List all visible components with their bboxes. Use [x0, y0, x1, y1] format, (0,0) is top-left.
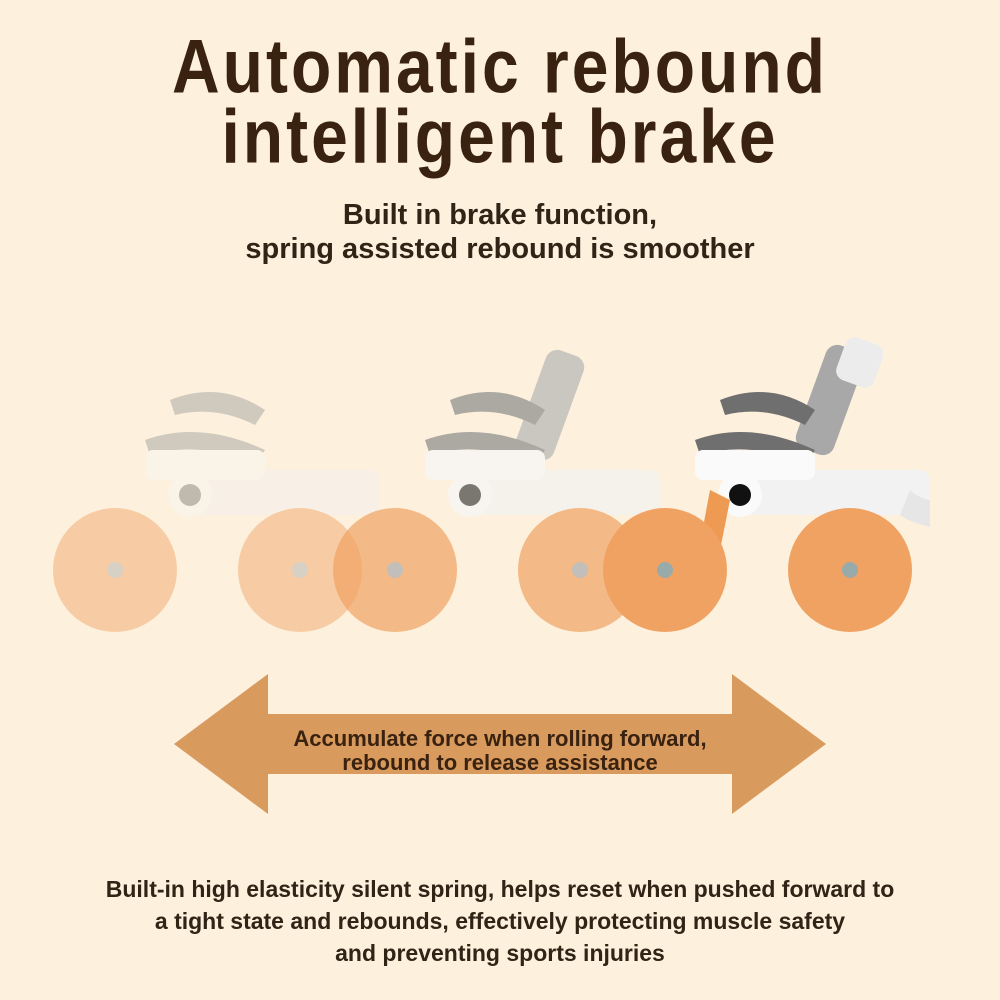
description-line-3: and preventing sports injuries	[335, 940, 665, 966]
subheading-line-2: spring assisted rebound is smoother	[245, 233, 755, 265]
headline-line-2: intelligent brake	[221, 93, 779, 179]
subheading-line-1: Built in brake function,	[342, 199, 658, 231]
product-image	[0, 330, 1000, 650]
ab-roller-ghost-middle	[333, 349, 660, 632]
arrow-text-line-1: Accumulate force when rolling forward,	[293, 726, 707, 751]
double-arrow-banner	[174, 674, 826, 814]
ab-roller-main	[603, 337, 930, 632]
ab-roller-ghost-left	[53, 392, 380, 632]
headline-line-1: Automatic rebound	[172, 23, 828, 109]
description-line-1: Built-in high elasticity silent spring, …	[105, 876, 895, 902]
arrow-text-line-2: rebound to release assistance	[342, 750, 658, 775]
description-line-2: a tight state and rebounds, effectively …	[154, 908, 846, 934]
